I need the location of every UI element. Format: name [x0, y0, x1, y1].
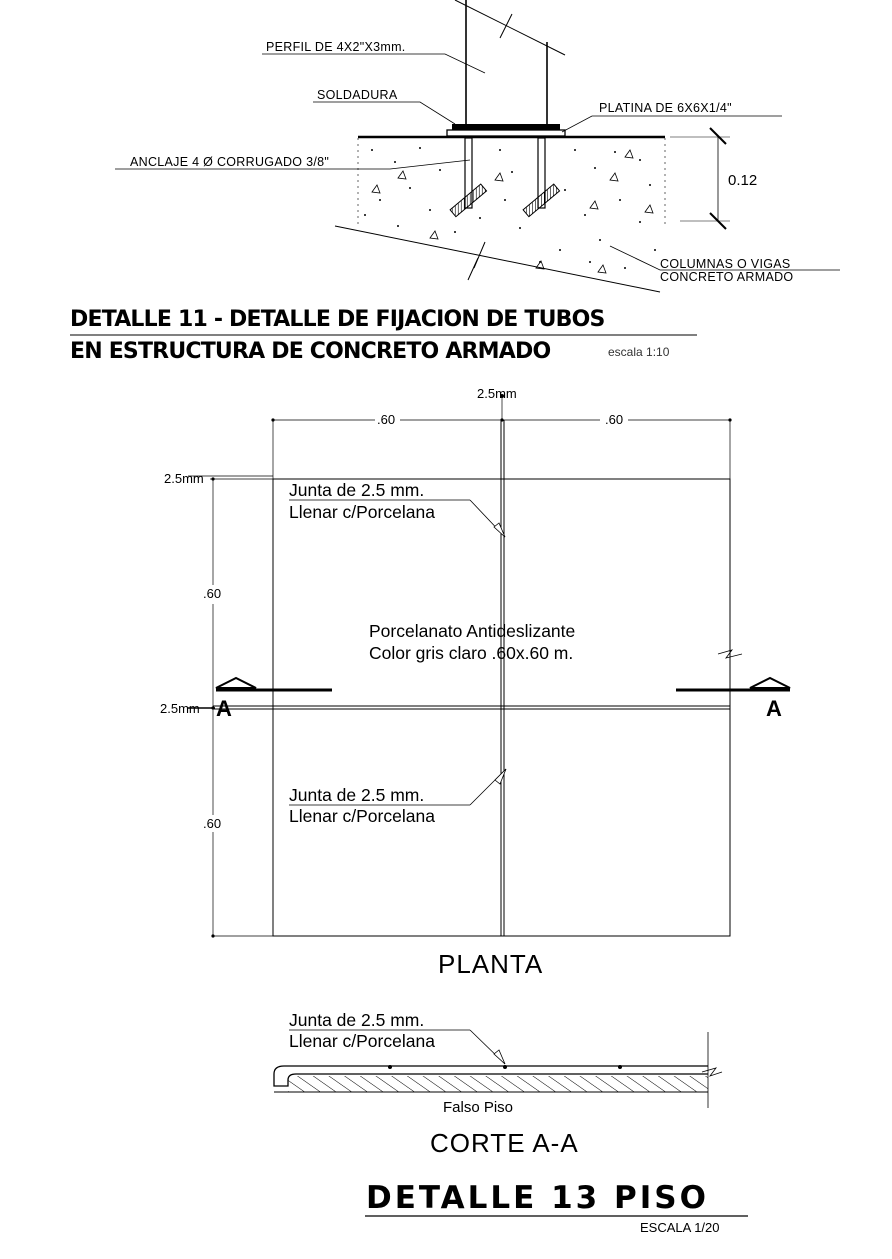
tile-profile [273, 1065, 708, 1087]
detail-11-title-line1: DETALLE 11 - DETALLE DE FIJACION DE TUBO… [70, 307, 605, 332]
material-line2: Color gris claro .60x.60 m. [369, 643, 573, 663]
label-platina: PLATINA DE 6X6X1/4" [599, 101, 732, 115]
planta-drawing [188, 394, 791, 938]
concrete-stipple [364, 147, 656, 274]
dim-joint-left-mid: 2.5mm [160, 701, 200, 716]
label-concreto: CONCRETO ARMADO [660, 270, 793, 284]
dimension-012: 0.12 [728, 172, 757, 189]
detail-11-scale: escala 1:10 [608, 345, 670, 359]
anchor-hook-right [522, 183, 561, 218]
plate [446, 129, 566, 137]
detail-11-drawing [115, 0, 840, 293]
falso-piso-label: Falso Piso [443, 1099, 513, 1116]
material-line1: Porcelanato Antideslizante [369, 621, 575, 641]
dim-height-top: .60 [203, 586, 221, 601]
corte-junta-line1: Junta de 2.5 mm. [289, 1010, 424, 1030]
detail-13-title: DETALLE 13 PISO [366, 1180, 709, 1216]
detail-13-scale: ESCALA 1/20 [640, 1220, 720, 1235]
corte-junta-line2: Llenar c/Porcelana [289, 1031, 435, 1051]
planta-title: PLANTA [438, 949, 543, 979]
dim-height-bottom: .60 [203, 816, 221, 831]
label-anclaje: ANCLAJE 4 Ø CORRUGADO 3/8" [130, 155, 329, 169]
falso-piso-hatch [288, 1076, 708, 1092]
label-columnas: COLUMNAS O VIGAS [660, 257, 791, 271]
section-mark-right: A [766, 696, 782, 721]
break-line [334, 225, 661, 293]
dim-joint-left-top: 2.5mm [164, 471, 204, 486]
dim-width-left: .60 [377, 412, 395, 427]
corte-drawing [273, 1029, 723, 1108]
weld [452, 124, 560, 130]
junta-label-1-line1: Junta de 2.5 mm. [289, 480, 424, 500]
anchor-right [537, 137, 546, 209]
dim-joint-top: 2.5mm [477, 386, 517, 401]
junta-label-2-line1: Junta de 2.5 mm. [289, 785, 424, 805]
junta-label-1-line2: Llenar c/Porcelana [289, 502, 435, 522]
label-perfil: PERFIL DE 4X2"X3mm. [266, 40, 406, 54]
corte-title: CORTE A-A [430, 1128, 579, 1158]
label-soldadura: SOLDADURA [317, 88, 398, 102]
junta-label-2-line2: Llenar c/Porcelana [289, 806, 435, 826]
detail-11-title-line2: EN ESTRUCTURA DE CONCRETO ARMADO [70, 339, 550, 364]
section-mark-left: A [216, 696, 232, 721]
tube-cut-line [454, 0, 566, 56]
dim-width-right: .60 [605, 412, 623, 427]
anchor-hook-left [449, 183, 488, 218]
anchor-left [464, 137, 473, 209]
